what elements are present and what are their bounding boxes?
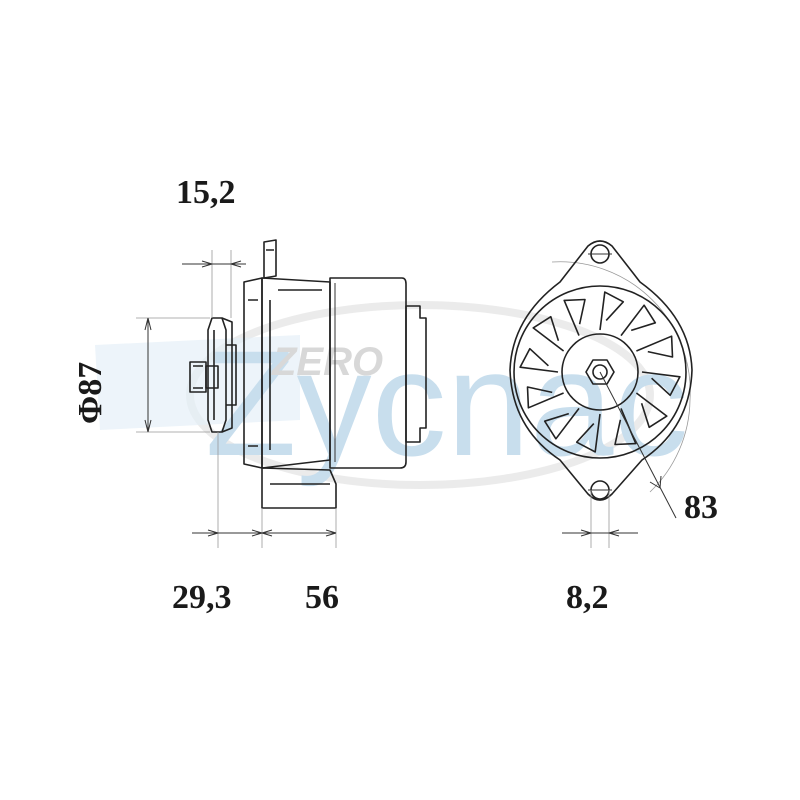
- side-view-dimensions: 15,2 Φ87 29,3 56: [72, 174, 339, 616]
- fan-blade: [620, 304, 657, 337]
- fan-blade: [599, 291, 625, 331]
- front-view-dimensions: 8,2 83: [562, 371, 718, 616]
- fan-blade: [526, 386, 564, 409]
- dim-label-phi-87: Φ87: [72, 362, 109, 424]
- hub-shaft: [592, 364, 608, 380]
- rear-housing: [329, 277, 407, 469]
- pulley-hub: [221, 317, 233, 433]
- shaft: [205, 365, 219, 389]
- radius-arrow-83: [649, 475, 662, 489]
- watermark: Zycnac ZERO: [95, 301, 688, 489]
- dim-label-56: 56: [305, 579, 339, 616]
- dim-label-29-3: 29,3: [172, 579, 232, 616]
- fan-blade: [543, 407, 580, 440]
- watermark-ellipse: [186, 301, 654, 489]
- dim-arrow-87: [144, 317, 152, 433]
- fan-hub: [561, 333, 639, 411]
- dim-label-15-2: 15,2: [176, 174, 236, 211]
- dim-arrows-29-56: [207, 529, 337, 537]
- mounting-foot: [261, 467, 337, 509]
- dim-label-83: 83: [684, 489, 718, 526]
- watermark-badge: ZERO: [271, 340, 383, 384]
- fan-outer-ring: [513, 285, 687, 459]
- fan-blade: [575, 413, 601, 453]
- fan-blade: [563, 298, 586, 336]
- shaft-nut: [189, 361, 207, 393]
- main-body-step: [269, 289, 322, 450]
- rear-connector: [405, 305, 427, 443]
- fan-blade: [635, 392, 668, 429]
- mounting-ear-top: [263, 239, 277, 279]
- alternator-front-view: [509, 240, 693, 501]
- fan-blade: [519, 347, 559, 373]
- dim-arrow-15: [201, 260, 242, 268]
- alternator-side-view: [189, 239, 427, 509]
- hub-nut-icon: [585, 359, 615, 385]
- watermark-brand: Zycnac: [205, 319, 688, 487]
- radius-leader-83: [599, 371, 677, 519]
- fan-blade: [636, 335, 674, 358]
- dim-arrow-8-2: [580, 529, 620, 537]
- fan-blade: [532, 315, 565, 352]
- dim-label-8-2: 8,2: [566, 579, 609, 616]
- front-housing-contour: [509, 240, 693, 501]
- watermark-swoosh: [95, 335, 300, 430]
- fan-blade: [641, 371, 681, 397]
